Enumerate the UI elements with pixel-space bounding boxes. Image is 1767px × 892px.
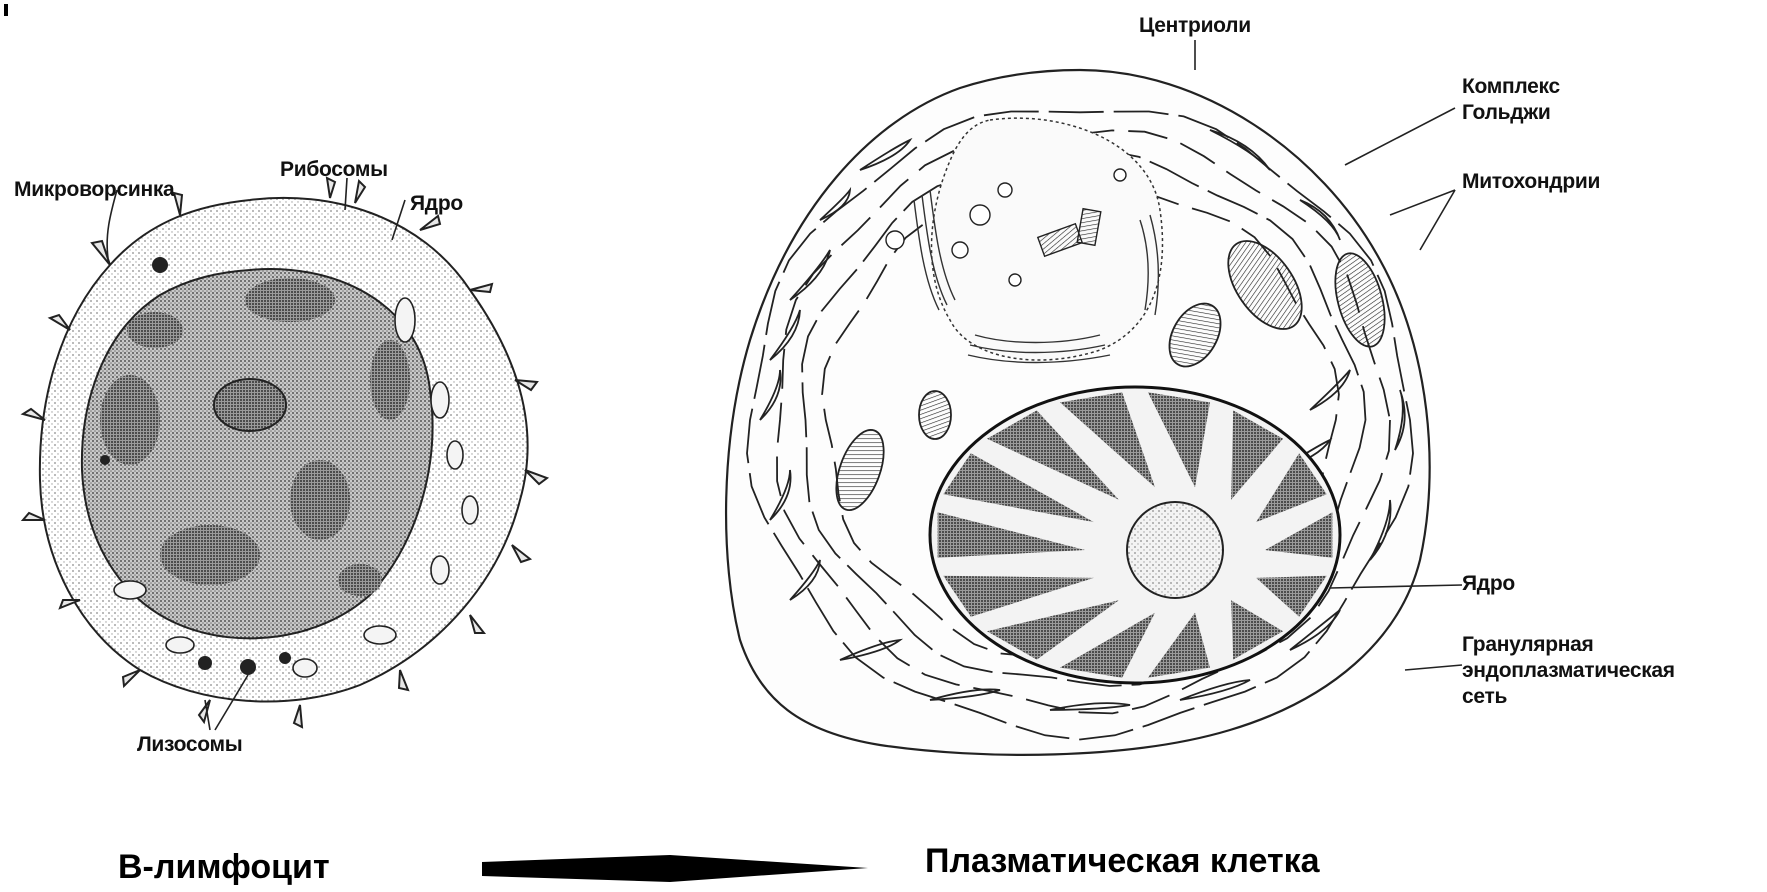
label-er-line1: Гранулярная [1462, 632, 1675, 658]
label-granular-er: Гранулярная эндоплазматическая сеть [1462, 632, 1675, 710]
label-nucleus-left: Ядро [410, 192, 463, 216]
label-ribosomes: Рибосомы [280, 158, 388, 182]
label-lysosomes: Лизосомы [137, 733, 242, 757]
plasma-cell-illustration [726, 40, 1462, 755]
label-golgi-line1: Комплекс [1462, 74, 1560, 100]
caption-plasma-cell: Плазматическая клетка [925, 842, 1320, 881]
caption-b-lymphocyte: В-лимфоцит [118, 848, 330, 887]
label-nucleus-right: Ядро [1462, 572, 1515, 596]
label-er-line2: эндоплазматическая [1462, 658, 1675, 684]
label-golgi: Комплекс Гольджи [1462, 74, 1560, 126]
label-mitochondria: Митохондрии [1462, 170, 1600, 194]
label-golgi-line2: Гольджи [1462, 100, 1560, 126]
label-er-line3: сеть [1462, 684, 1675, 710]
transformation-arrow [482, 855, 868, 882]
b-lymphocyte-illustration [23, 178, 547, 730]
plasma-cell-nucleolus [1127, 502, 1223, 598]
label-centrioles: Центриоли [1139, 14, 1251, 38]
label-microvilli: Микроворсинка [14, 178, 174, 202]
